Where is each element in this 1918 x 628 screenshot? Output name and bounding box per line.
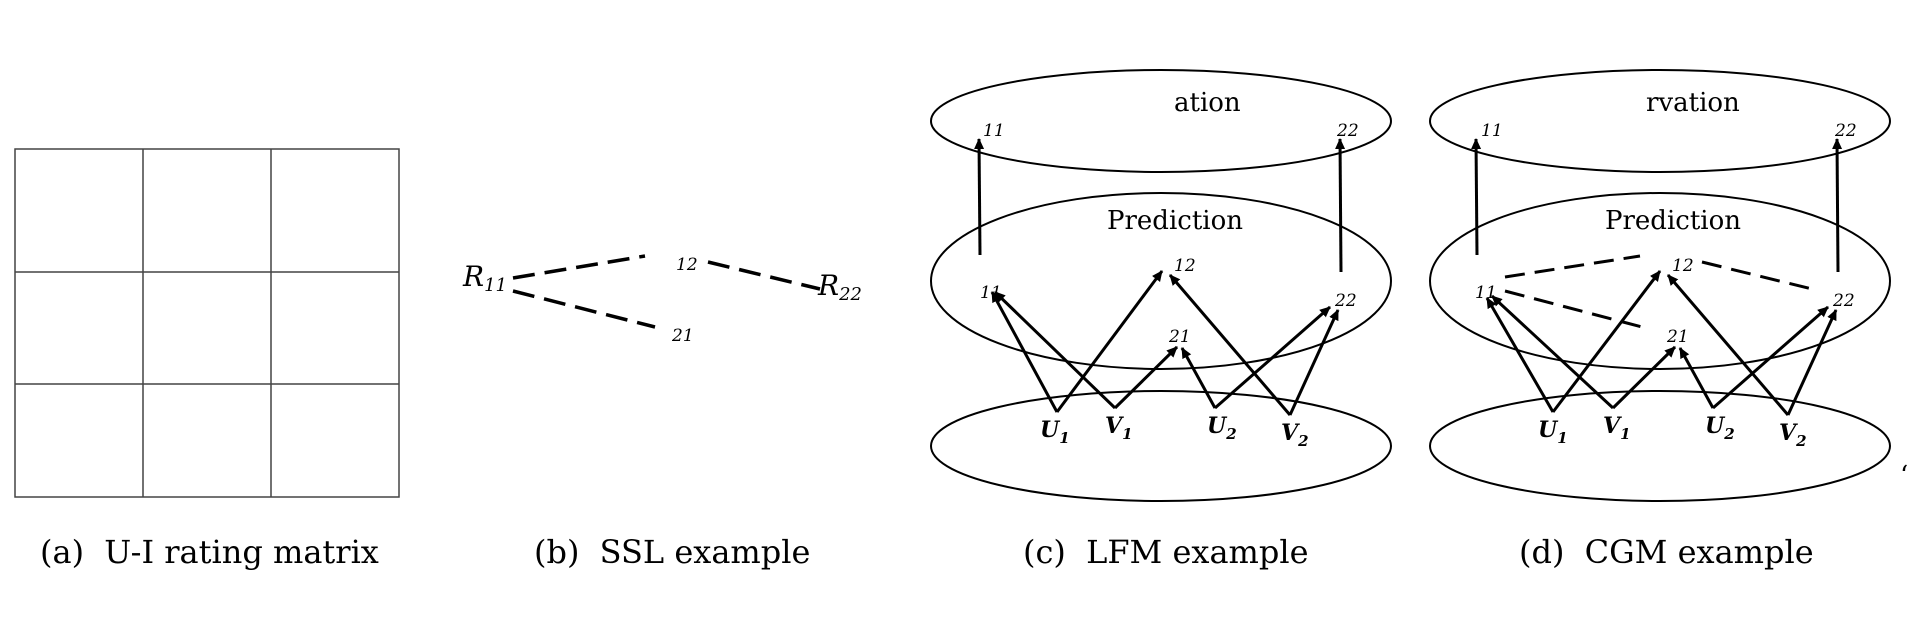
- mid-node-12: 12: [1672, 256, 1694, 276]
- u1-node: U1: [1040, 417, 1070, 447]
- arrow-up-22: [1832, 138, 1843, 273]
- arrow-u2-21: [1678, 347, 1715, 409]
- arrow-v1-21: [1611, 345, 1677, 410]
- stray-mark: ‘: [1900, 461, 1908, 491]
- u1-node: U1: [1538, 417, 1568, 447]
- u2-node: U2: [1705, 413, 1735, 443]
- top-node-22: 22: [1834, 121, 1857, 141]
- panel-d-cgm: rvation 11 22 Prediction 11 12 21 22 U1 …: [1429, 69, 1908, 571]
- mid-node-11: 11: [1475, 283, 1497, 303]
- dashed-edge-11-12: [1504, 254, 1641, 279]
- mid-node-21: 21: [1168, 327, 1191, 347]
- arrow-v1-21: [1113, 345, 1179, 410]
- node-12: 12: [676, 255, 698, 275]
- node-21: 21: [671, 326, 694, 346]
- arrow-u1-11: [1485, 297, 1555, 413]
- arrow-up-11: [1471, 138, 1482, 256]
- arrow-u2-22: [1214, 305, 1331, 410]
- dashed-edge-12-22: [1701, 260, 1813, 291]
- matrix-outline: [14, 148, 400, 498]
- top-node-22: 22: [1336, 121, 1359, 141]
- top-node-11: 11: [1481, 121, 1503, 141]
- panel-a-rating-matrix: (a) U-I rating matrix: [14, 148, 400, 571]
- caption-letter: (a): [40, 533, 84, 571]
- dashed-edge-11-21: [1504, 289, 1643, 329]
- arrow-up-11: [974, 138, 985, 256]
- prediction-layer-ellipse: [1429, 192, 1891, 370]
- dashed-edge: [707, 260, 821, 291]
- prediction-layer-ellipse: [930, 192, 1392, 370]
- mid-node-22: 22: [1334, 291, 1357, 311]
- dashed-edge: [512, 254, 646, 280]
- mid-node-22: 22: [1832, 291, 1855, 311]
- top-layer-ellipse: [930, 69, 1392, 173]
- arrow-v2-22: [1288, 309, 1340, 416]
- u2-node: U2: [1207, 413, 1237, 443]
- mid-node-11: 11: [980, 283, 1002, 303]
- arrow-v2-12: [1666, 274, 1790, 416]
- bottom-layer-ellipse: [930, 390, 1392, 502]
- top-layer-label: ation: [1174, 88, 1241, 118]
- mid-node-21: 21: [1666, 327, 1689, 347]
- v2-node: V2: [1779, 420, 1807, 450]
- panel-c-caption: (c) LFM example: [1023, 533, 1309, 571]
- arrow-u1-12: [1055, 270, 1164, 413]
- top-node-11: 11: [983, 121, 1005, 141]
- panel-c-lfm: ation 11 22 Prediction 11 12 21 22 U1 V1…: [930, 69, 1392, 571]
- arrow-u2-22: [1712, 305, 1829, 410]
- mid-node-12: 12: [1174, 256, 1196, 276]
- dashed-edge: [512, 289, 656, 329]
- caption-text: U-I rating matrix: [104, 533, 379, 571]
- panel-b-caption: (b) SSL example: [534, 533, 810, 571]
- node-r22: R22: [817, 269, 862, 305]
- arrow-up-22: [1335, 138, 1346, 273]
- panel-d-caption: (d) CGM example: [1519, 533, 1814, 571]
- v1-node: V1: [1105, 413, 1133, 443]
- v1-node: V1: [1603, 413, 1631, 443]
- panel-a-caption: (a) U-I rating matrix: [40, 533, 379, 571]
- arrow-u1-11: [990, 291, 1059, 413]
- bottom-layer-ellipse: [1429, 390, 1891, 502]
- arrow-v1-11: [993, 290, 1117, 410]
- panel-b-ssl: R11 12 21 R22 (b) SSL example: [462, 254, 862, 571]
- v2-node: V2: [1281, 420, 1309, 450]
- top-layer-ellipse: [1429, 69, 1891, 173]
- node-r11: R11: [462, 260, 507, 296]
- top-layer-label: rvation: [1646, 88, 1740, 118]
- prediction-label: Prediction: [1605, 206, 1741, 236]
- arrow-u2-21: [1180, 347, 1217, 409]
- arrow-v2-22: [1786, 309, 1838, 416]
- prediction-label: Prediction: [1107, 206, 1243, 236]
- arrow-v1-11: [1490, 294, 1615, 410]
- arrow-u1-12: [1551, 270, 1662, 413]
- arrow-v2-12: [1168, 274, 1292, 416]
